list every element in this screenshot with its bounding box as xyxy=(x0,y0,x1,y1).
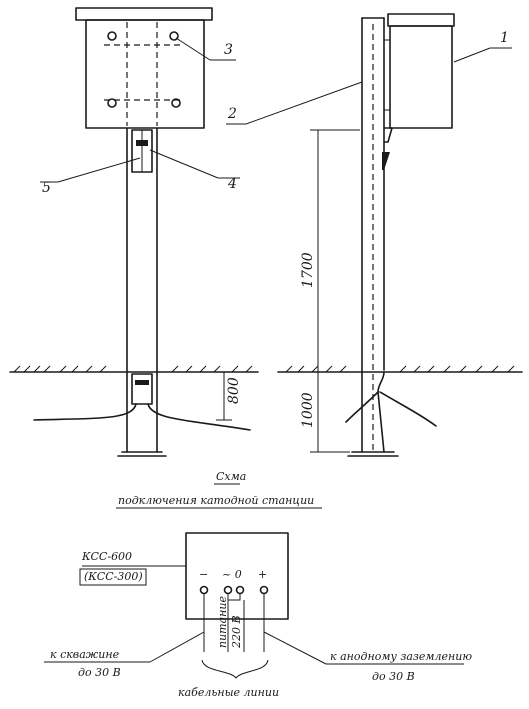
cabinet-body-side xyxy=(389,25,453,129)
terminal-minus-icon xyxy=(199,585,209,595)
terminal-supply-icon xyxy=(235,585,245,595)
lead-anode-label: к анодному заземлению xyxy=(330,650,472,663)
supply-label-2: 220 В xyxy=(230,615,243,649)
cable-box-lower xyxy=(131,373,153,405)
dim-800: 800 xyxy=(226,377,242,404)
lead-well-label: к скважине xyxy=(50,648,120,661)
callout-1: 1 xyxy=(500,30,509,46)
lead-well-voltage: до 30 В xyxy=(78,666,121,679)
station-model-alt: (КСС-300) xyxy=(84,570,143,583)
lead-anode-voltage: до 30 В xyxy=(372,670,415,683)
caption-subtitle: подключения катодной станции xyxy=(118,494,314,507)
cabinet-lid-front xyxy=(75,7,213,21)
station-box xyxy=(185,532,289,620)
terminal-minus-label: − xyxy=(199,568,208,581)
side-view: 1700 1000 1 2 xyxy=(226,13,523,457)
bolt-icon xyxy=(169,31,179,41)
dim-1000: 1000 xyxy=(300,392,316,428)
terminal-plus-label: + xyxy=(258,568,267,581)
callout-3: 3 xyxy=(224,42,233,58)
terminal-supply-icon xyxy=(223,585,233,595)
cable-side-left xyxy=(345,391,379,423)
front-view: 800 3 5 4 xyxy=(9,7,259,457)
cable-lines-label: кабельные линии xyxy=(178,686,279,699)
bolt-icon xyxy=(107,31,117,41)
callout-2: 2 xyxy=(227,106,237,122)
terminal-plus-icon xyxy=(259,585,269,595)
cable-right xyxy=(147,403,251,431)
bolt-icon xyxy=(107,98,117,108)
cable-left xyxy=(33,403,137,421)
callout-4: 4 xyxy=(227,176,237,192)
caption-title: Схма xyxy=(216,470,246,483)
terminal-supply-label: ~ 0 xyxy=(222,568,242,581)
station-schematic: КСС-600 (КСС-300) − ~ 0 + питание 220 В … xyxy=(44,532,472,699)
cabinet-body-front xyxy=(85,19,205,129)
callout-5: 5 xyxy=(42,180,51,196)
station-model: КСС-600 xyxy=(81,550,132,563)
cabinet-lid-side xyxy=(387,13,455,27)
dim-1700: 1700 xyxy=(300,252,316,288)
bolt-icon xyxy=(171,98,181,108)
cable-side-right xyxy=(379,391,437,427)
supply-label-1: питание xyxy=(216,596,229,648)
